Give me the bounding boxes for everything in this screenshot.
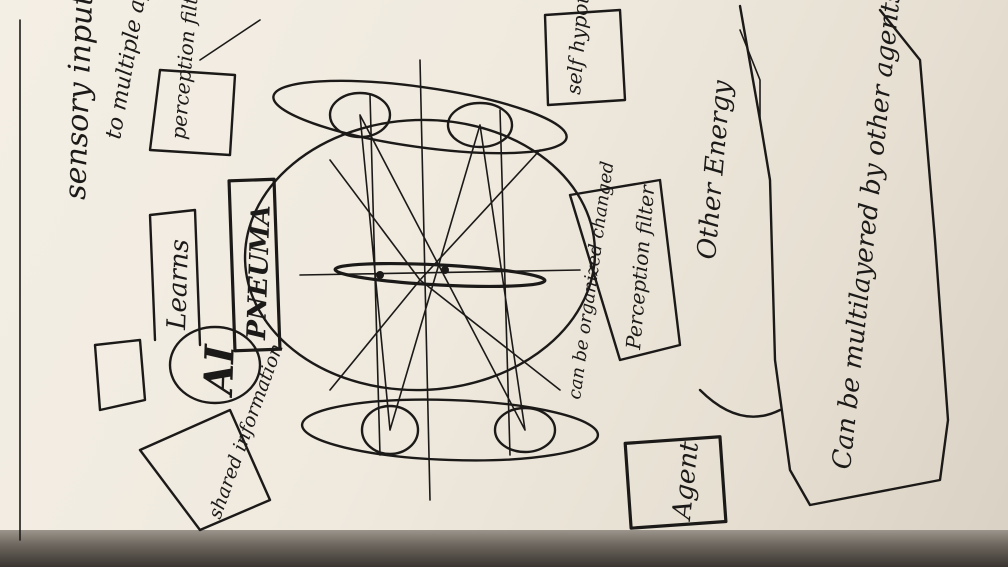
cross-arrows xyxy=(329,149,561,391)
pneuma-label: PNEUMA xyxy=(242,205,277,342)
curved-arrow xyxy=(698,388,782,418)
sensory-input-label: sensory input xyxy=(58,0,100,200)
ai-circle xyxy=(168,325,262,405)
notebook-edge xyxy=(0,530,1008,567)
learns-label: Learns xyxy=(162,239,195,332)
pneuma-sphere-diagram xyxy=(243,59,600,501)
self-hypothesis-box xyxy=(543,8,627,107)
learns-box xyxy=(148,208,202,347)
center-disc xyxy=(333,262,547,288)
sphere-outline xyxy=(243,118,597,392)
pneuma-box xyxy=(227,177,282,353)
bottom-node-right xyxy=(493,406,557,454)
top-disc xyxy=(272,79,568,155)
multilayered-label: Can be multilayered by other agents or a… xyxy=(827,0,931,471)
top-node-left xyxy=(328,91,392,139)
perception-filter-label: perception filter xyxy=(166,0,204,140)
organized-changed-label: can be organized changed xyxy=(564,160,618,401)
top-node-right xyxy=(446,101,514,149)
agent-box xyxy=(623,435,728,530)
agent-label: Agent xyxy=(667,439,705,522)
top-left-arrow xyxy=(199,19,261,61)
multiple-agents-label: to multiple agents xyxy=(101,0,161,141)
top-right-arrow xyxy=(739,29,761,121)
center-star-left xyxy=(376,271,384,279)
other-energy-label: Other Energy xyxy=(692,79,738,261)
perception-filter-box xyxy=(148,68,237,157)
shared-info-box xyxy=(138,408,272,532)
multilayer-note-box xyxy=(738,4,950,507)
p-box xyxy=(93,338,147,412)
perception-filter-2-label: Perception filter xyxy=(621,183,659,352)
bottom-node-left xyxy=(360,404,420,456)
connecting-lines xyxy=(299,59,581,501)
perception-filter-box-2 xyxy=(568,178,682,362)
bottom-disc xyxy=(300,398,600,462)
center-star-right xyxy=(441,266,449,274)
